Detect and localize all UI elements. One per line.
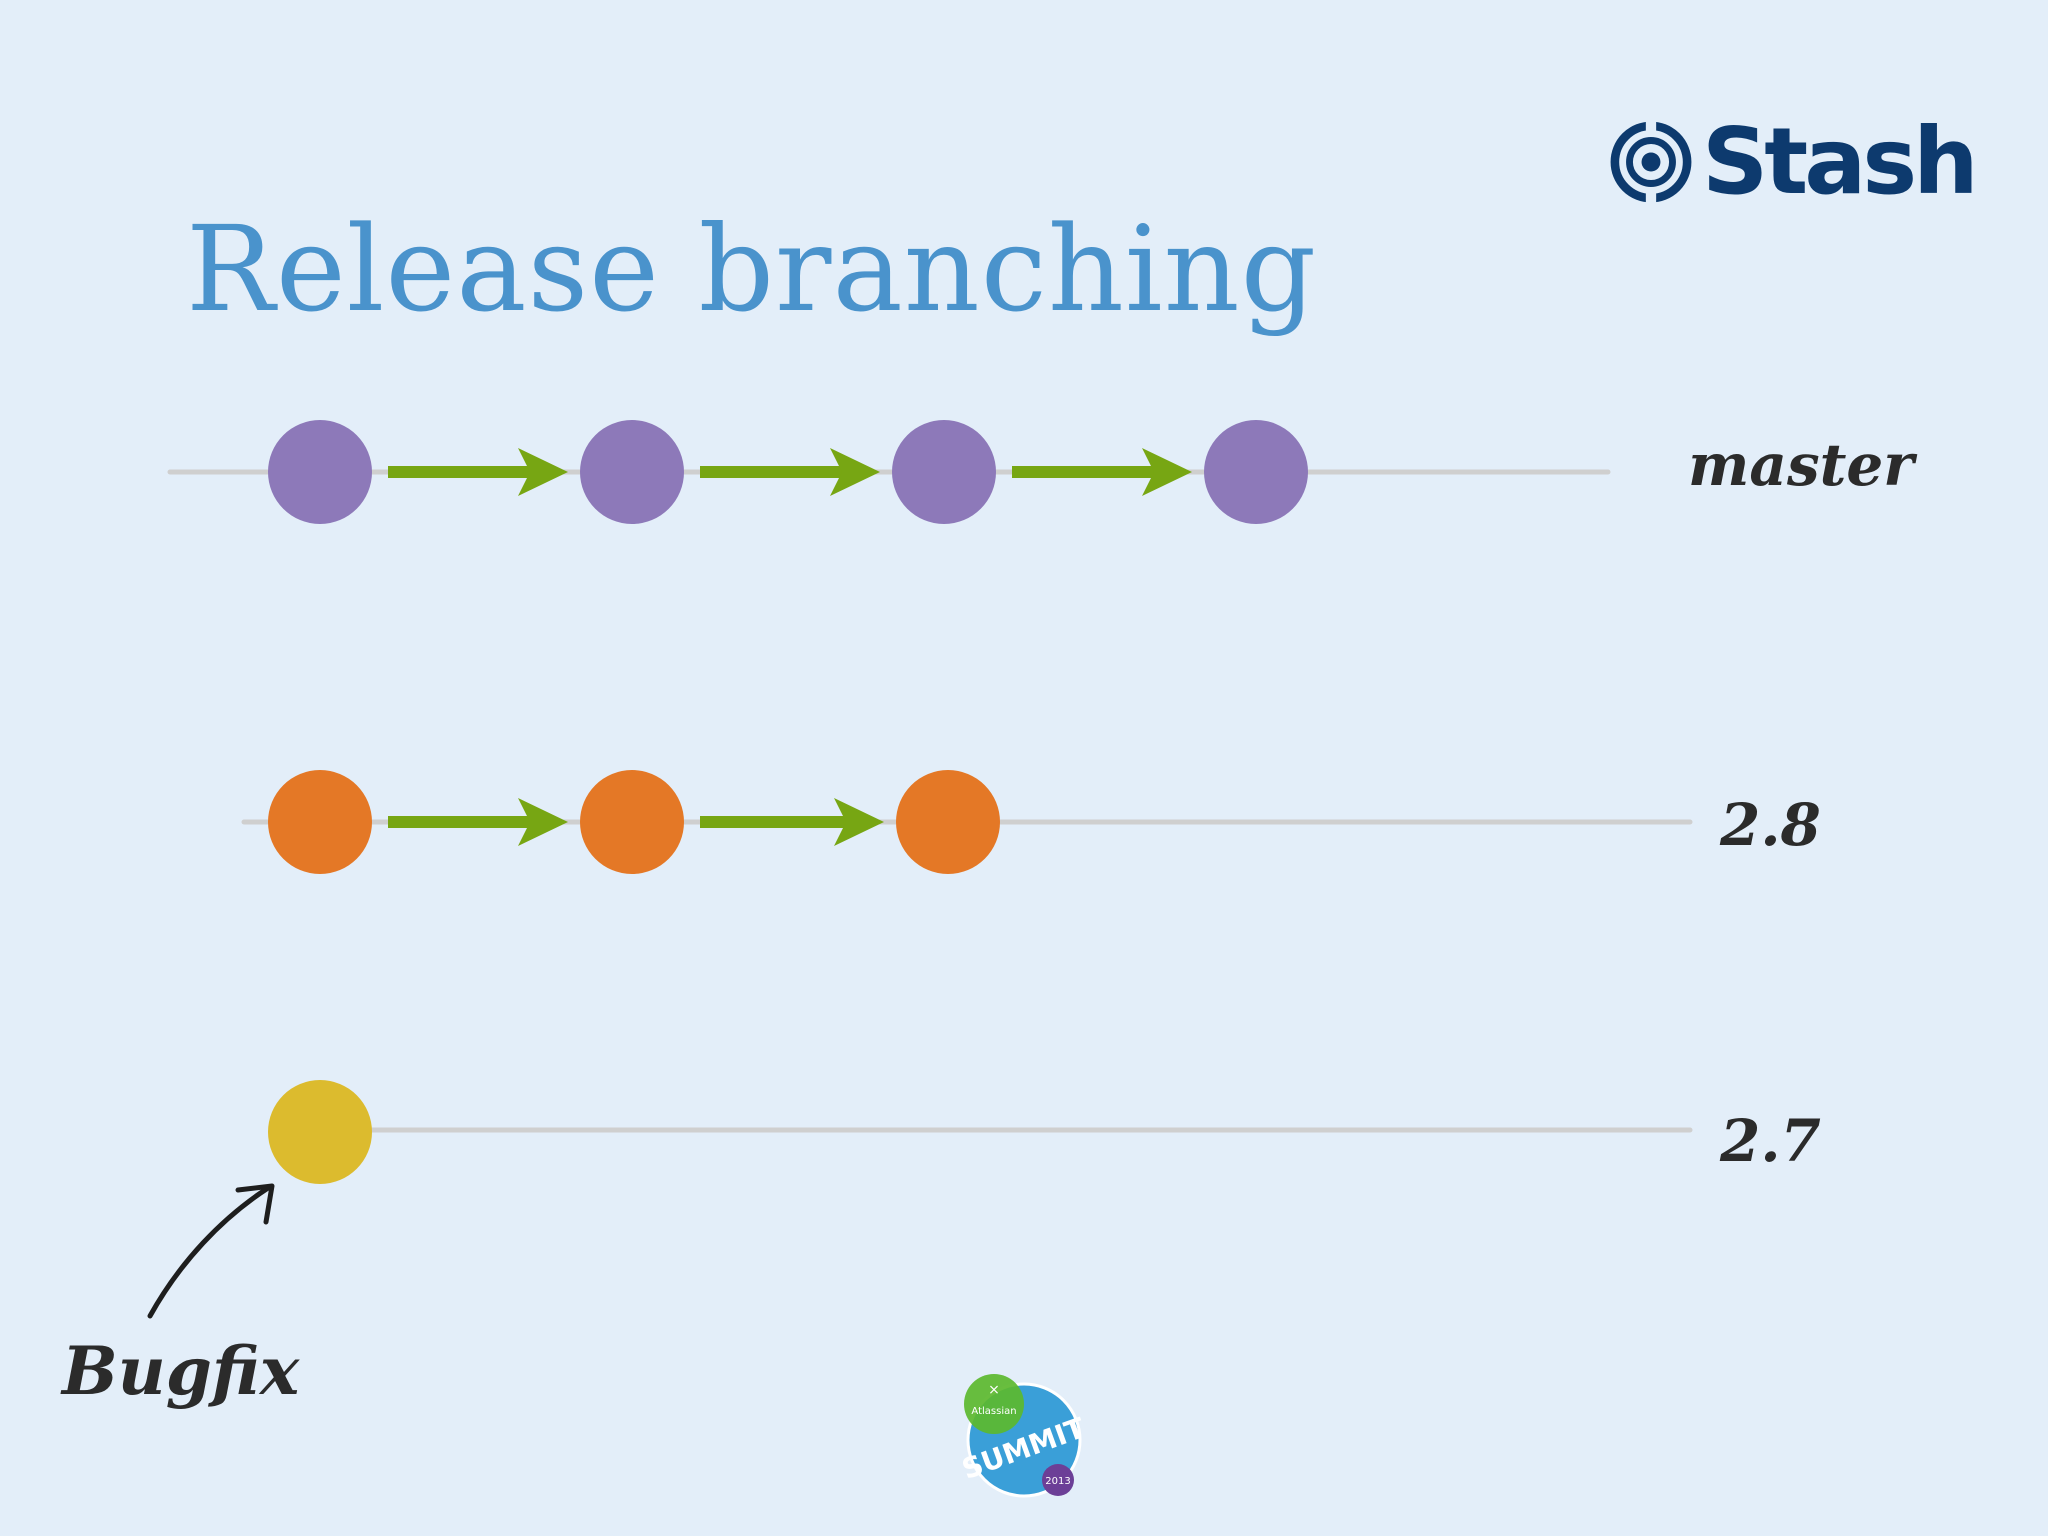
arrowhead xyxy=(518,448,568,496)
branch-label-2-7: 2.7 xyxy=(1720,1107,1821,1175)
svg-text:2013: 2013 xyxy=(1045,1476,1070,1487)
arrowhead xyxy=(1142,448,1192,496)
callout-arrowhead xyxy=(235,1183,275,1225)
commit-node-2-8 xyxy=(268,770,372,874)
commit-node-master xyxy=(580,420,684,524)
branch-label-master: master xyxy=(1688,431,1914,499)
arrowhead xyxy=(518,798,568,846)
commit-node-2-8 xyxy=(580,770,684,874)
arrowhead xyxy=(834,798,884,846)
stash-logo-text: Stash xyxy=(1702,108,1979,215)
commit-node-master xyxy=(1204,420,1308,524)
commit-node-2-8 xyxy=(896,770,1000,874)
callout-arrow xyxy=(147,1185,271,1319)
commit-node-master xyxy=(268,420,372,524)
arrowhead xyxy=(830,448,880,496)
slide-title: Release branching xyxy=(186,200,1318,338)
svg-text:Atlassian: Atlassian xyxy=(971,1406,1016,1417)
svg-text:⨯: ⨯ xyxy=(988,1382,1000,1398)
stash-logo-icon xyxy=(1610,119,1692,205)
commit-node-master xyxy=(892,420,996,524)
atlassian-summit-logo: ⨯ Atlassian SUMMIT 2013 xyxy=(960,1374,1086,1498)
commit-node-2-7 xyxy=(268,1080,372,1184)
callout-label-bugfix: Bugfix xyxy=(62,1332,300,1410)
stash-logo: Stash xyxy=(1608,108,1979,215)
branch-label-2-8: 2.8 xyxy=(1720,791,1821,859)
